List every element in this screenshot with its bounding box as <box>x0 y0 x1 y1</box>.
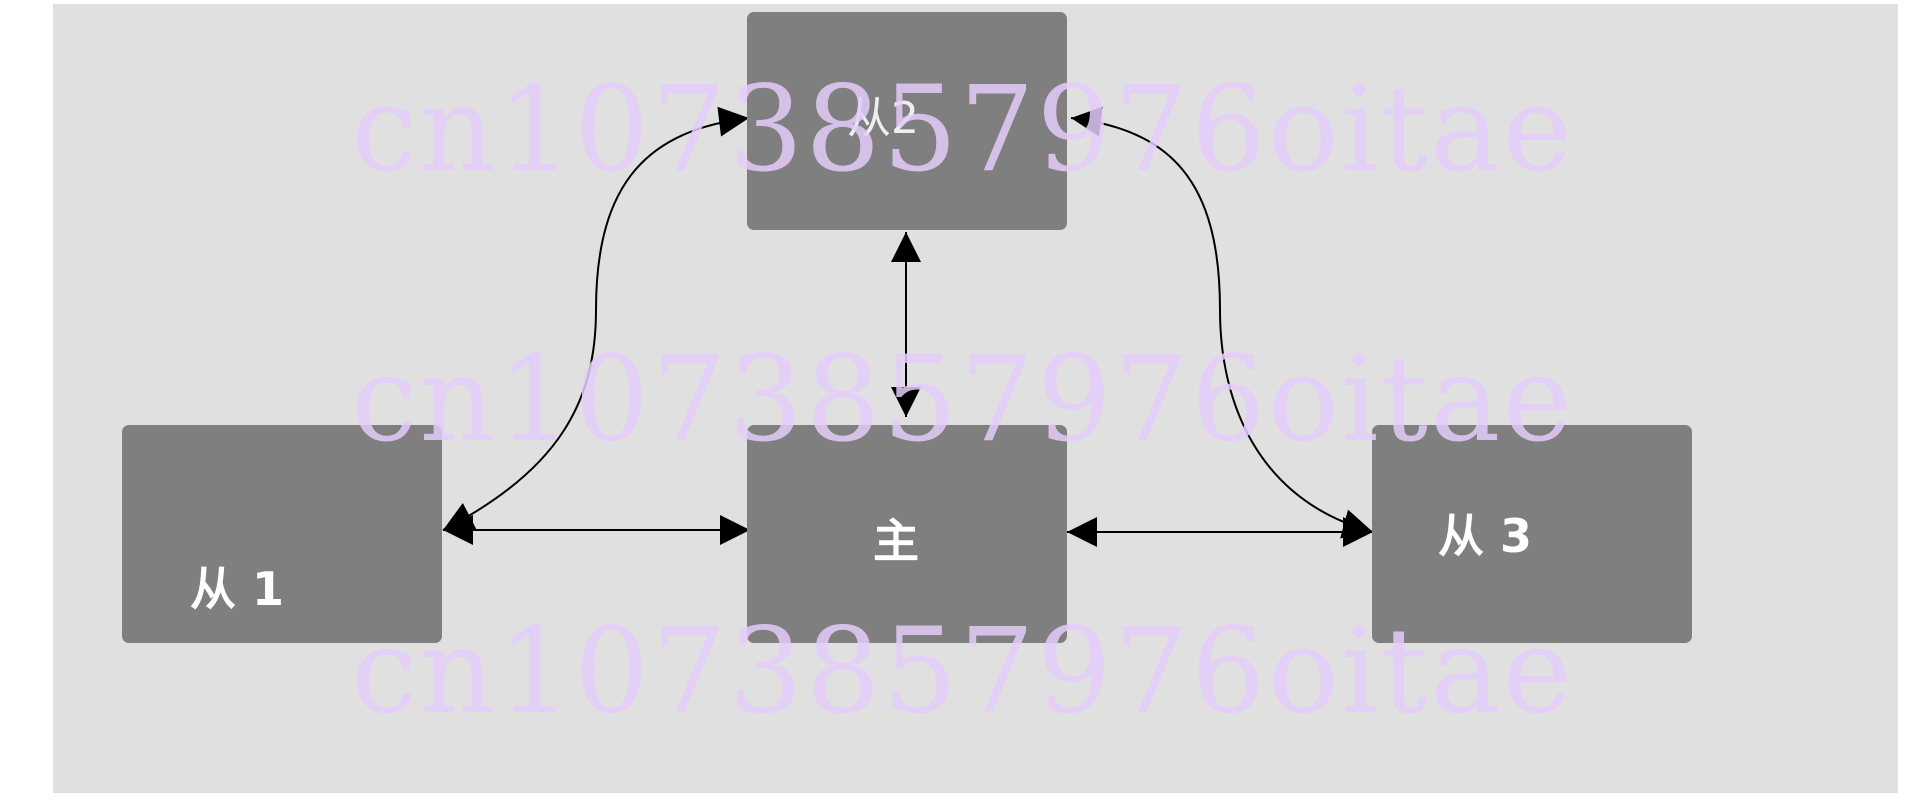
node-slave1-label: 从 1 <box>190 562 285 616</box>
node-master-label: 主 <box>873 514 919 568</box>
node-slave2-label: 从2 <box>847 93 919 144</box>
node-slave3-label: 从 3 <box>1438 509 1533 563</box>
node-slave2: 从2 <box>747 12 1067 230</box>
node-slave3: 从 3 <box>1372 425 1692 643</box>
edge-slave1-slave2 <box>442 106 750 531</box>
node-slave1: 从 1 <box>122 425 442 643</box>
edge-slave2-slave3 <box>1070 106 1374 539</box>
node-master: 主 <box>747 425 1067 643</box>
